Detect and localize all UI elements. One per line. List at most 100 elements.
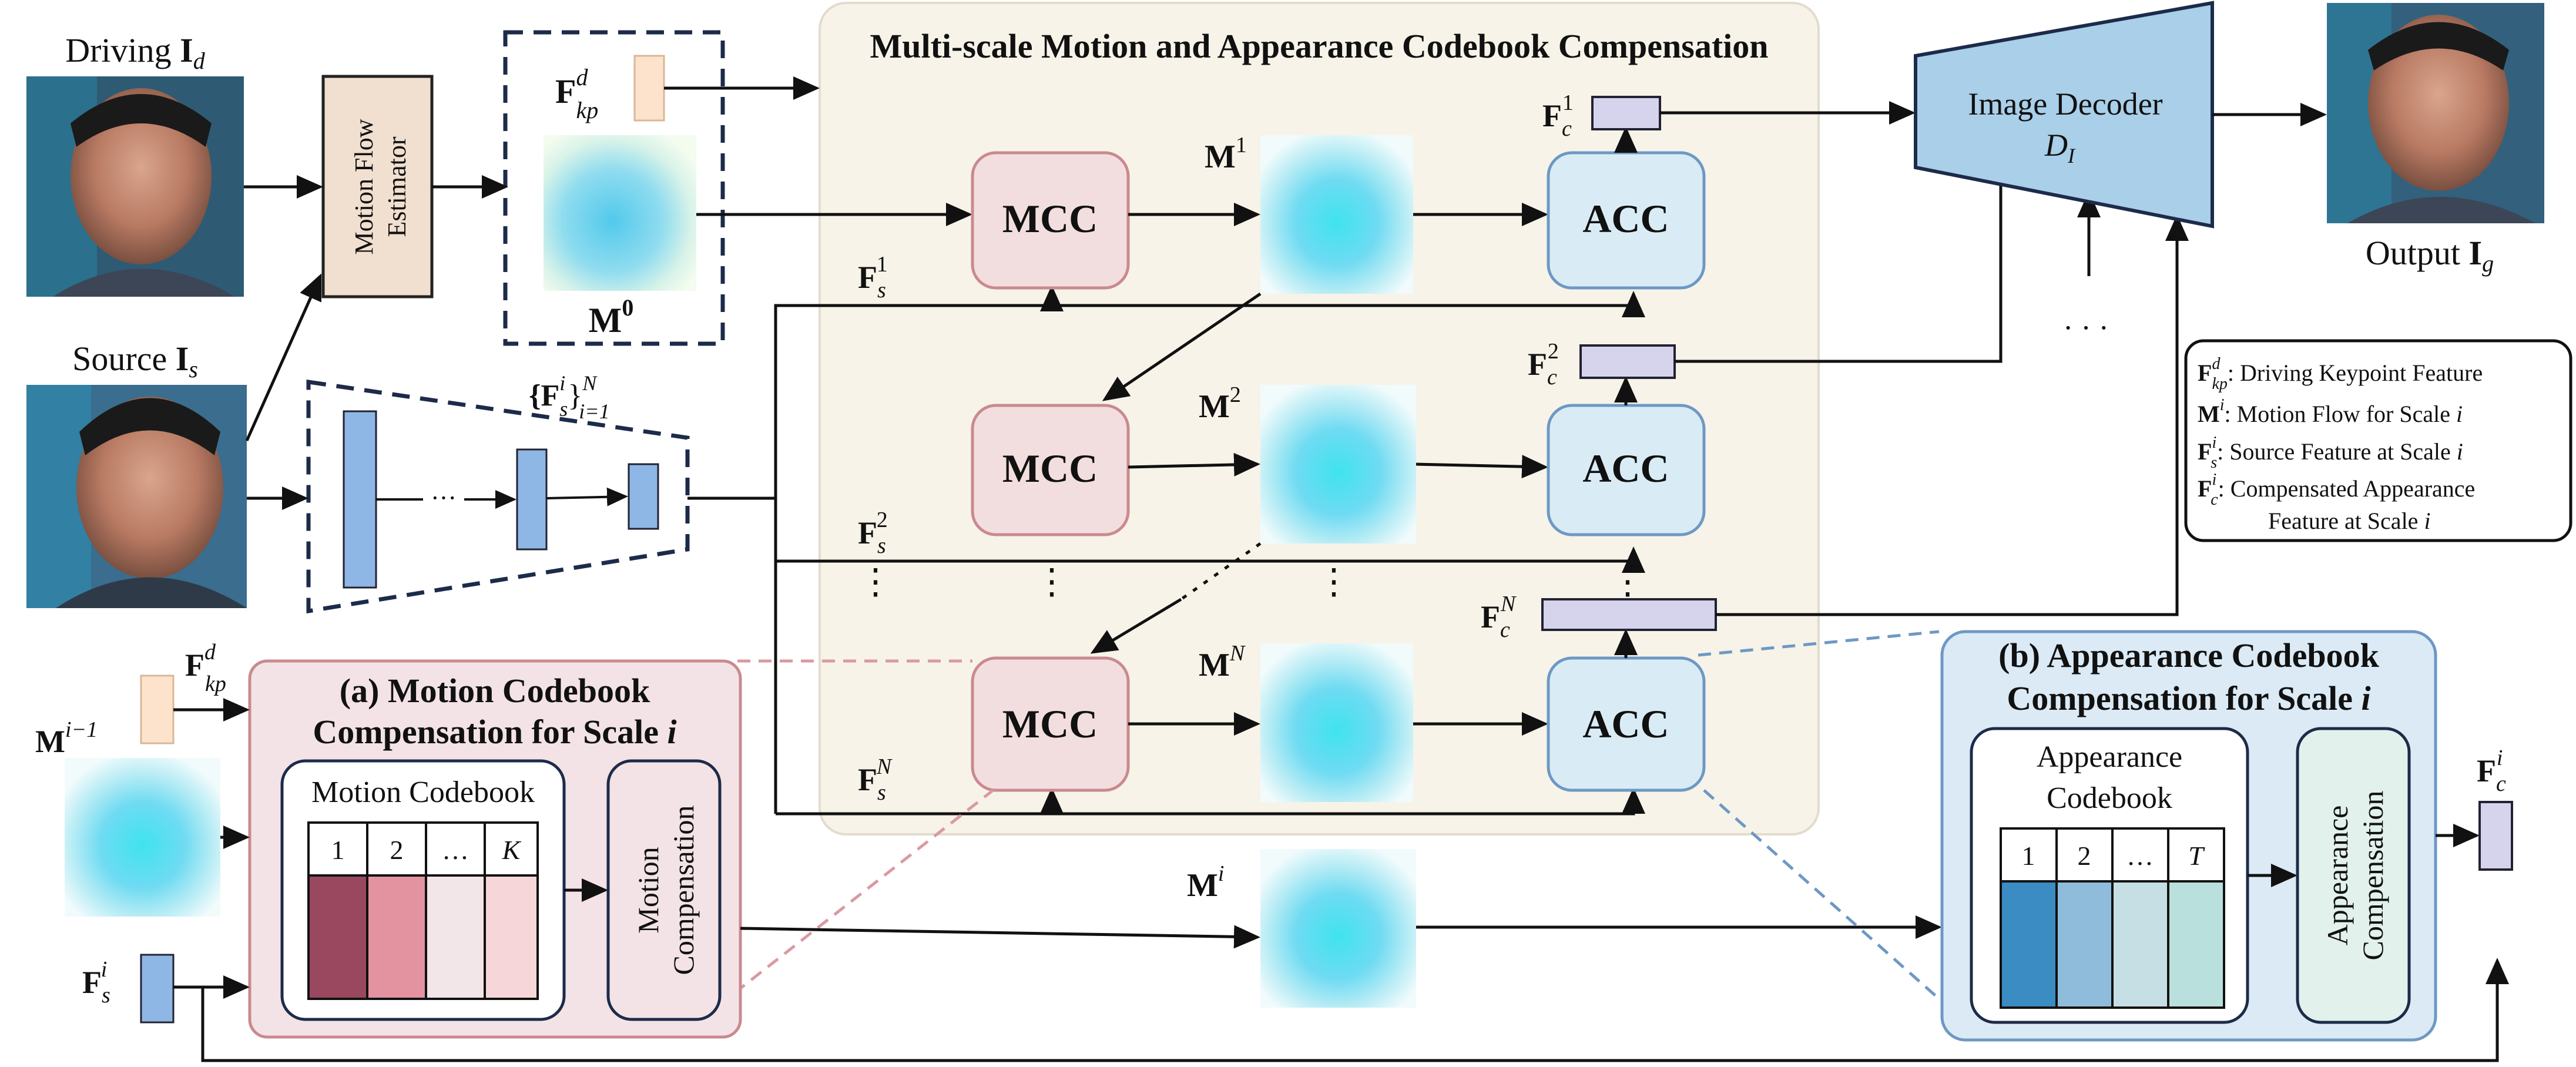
svg-text:2: 2 xyxy=(390,835,404,865)
legend-item-fci-cont: Feature at Scale i xyxy=(2268,508,2431,534)
fc2-label: Fc2 xyxy=(1528,339,1559,390)
m0-label: M0 xyxy=(589,294,634,340)
fcN-feature xyxy=(1541,598,1717,631)
mcc-label-2: MCC xyxy=(1002,446,1098,491)
motion-code-1 xyxy=(307,874,368,1000)
encoder-feature-3 xyxy=(628,463,659,530)
acc-label-n: ACC xyxy=(1582,702,1669,746)
fs2-label: Fs2 xyxy=(858,508,888,558)
fsi-a-feature xyxy=(140,954,175,1024)
mcc-block-2 xyxy=(971,404,1130,536)
mcc-block-1 xyxy=(971,151,1130,290)
zoom-line-b-bottom xyxy=(1703,789,1940,1000)
appearance-code-2 xyxy=(2055,880,2114,1009)
fs1-label: Fs1 xyxy=(858,252,888,303)
appearance-codebook-table: 1 2 … T xyxy=(2000,827,2225,1009)
svg-text:2: 2 xyxy=(2078,841,2091,871)
main-panel-title: Multi-scale Motion and Appearance Codebo… xyxy=(870,27,1768,65)
fci-b-feature xyxy=(2478,801,2513,871)
panel-b-title-2: Compensation for Scale i xyxy=(2007,679,2370,717)
driving-image xyxy=(26,76,244,297)
mcc-label-n: MCC xyxy=(1002,702,1098,746)
fsN-label: FsN xyxy=(858,754,893,805)
mi-minus-label: Mi−1 xyxy=(35,717,98,759)
acc-label-1: ACC xyxy=(1582,196,1669,241)
motion-code-3 xyxy=(425,874,486,1000)
fcN-label: FcN xyxy=(1481,592,1517,642)
source-label: Source Is xyxy=(72,340,198,382)
zoom-line-a-bottom xyxy=(733,789,994,994)
appearance-code-3 xyxy=(2111,880,2169,1009)
fc1-label: Fc1 xyxy=(1542,90,1574,141)
m1-label: M1 xyxy=(1205,133,1247,175)
mi-label: Mi xyxy=(1187,861,1224,904)
mi-minus-flow-image xyxy=(65,758,220,917)
mi-flow-image xyxy=(1260,849,1416,1008)
m0-box xyxy=(503,30,725,346)
output-image xyxy=(2327,3,2544,223)
svg-text:…: … xyxy=(442,835,469,865)
appearance-code-1 xyxy=(2000,880,2058,1009)
motion-compensation-box xyxy=(606,759,722,1021)
acc-label-2: ACC xyxy=(1582,446,1669,491)
fkp-a-feature xyxy=(140,675,175,744)
motion-code-4 xyxy=(484,874,539,1000)
source-image xyxy=(26,385,247,608)
svg-text:…: … xyxy=(2126,841,2154,871)
decoder-symbol: DI xyxy=(2044,127,2076,167)
fkp-feature xyxy=(633,55,665,122)
appearance-compensation-label: AppearanceCompensation xyxy=(2321,791,2389,961)
m0-flow-image xyxy=(544,135,696,291)
vdots-2: ⋮ xyxy=(1034,562,1069,601)
vdots-3: ⋮ xyxy=(1316,562,1351,601)
mN-flow-image xyxy=(1260,643,1413,802)
motion-codebook-label: Motion Codebook xyxy=(311,776,535,809)
motion-compensation-label: MotionCompensation xyxy=(632,806,700,975)
source-encoder xyxy=(306,379,690,614)
encoder-feature-2 xyxy=(516,448,548,551)
mcc-label-1: MCC xyxy=(1002,196,1098,241)
m1-flow-image xyxy=(1260,135,1413,294)
m2-label: M2 xyxy=(1199,382,1241,425)
mN-label: MN xyxy=(1199,641,1246,683)
appearance-codebook-label-2: Codebook xyxy=(2047,781,2172,815)
svg-text:K: K xyxy=(502,835,522,865)
appearance-code-4 xyxy=(2167,880,2225,1009)
legend-item-mi: Mi: Motion Flow for Scale i xyxy=(2198,396,2463,427)
motion-code-2 xyxy=(366,874,427,1000)
svg-text:1: 1 xyxy=(2022,841,2035,871)
vdots-4: ⋮ xyxy=(1610,562,1645,601)
svg-text:T: T xyxy=(2188,841,2205,871)
fc1-feature xyxy=(1591,96,1661,130)
output-label: Output Ig xyxy=(2366,234,2494,277)
legend-box xyxy=(2184,339,2572,542)
fsi-a-label: Fsi xyxy=(82,957,110,1008)
image-decoder-label: Image Decoder xyxy=(1968,86,2162,122)
zoom-line-b-top xyxy=(1698,630,1940,657)
driving-label: Driving Id xyxy=(65,31,206,74)
panel-a-title-1: (a) Motion Codebook xyxy=(340,672,650,710)
fci-b-label: Fci xyxy=(2477,746,2506,796)
appearance-codebook-label-1: Appearance xyxy=(2037,740,2182,774)
decoder-hdots: · · · xyxy=(2063,311,2109,345)
fc2-feature xyxy=(1579,344,1676,379)
m2-flow-image xyxy=(1260,385,1416,543)
panel-b-title-1: (b) Appearance Codebook xyxy=(1998,636,2379,675)
encoder-dots: ··· xyxy=(431,484,457,512)
vdots-1: ⋮ xyxy=(858,562,893,601)
panel-a-title-2: Compensation for Scale i xyxy=(313,713,676,751)
image-decoder xyxy=(1914,1,2214,229)
encoder-feature-1 xyxy=(343,410,377,589)
svg-text:1: 1 xyxy=(331,835,345,865)
motion-codebook-table: 1 2 … K xyxy=(307,821,539,1000)
appearance-compensation-box xyxy=(2296,727,2411,1024)
